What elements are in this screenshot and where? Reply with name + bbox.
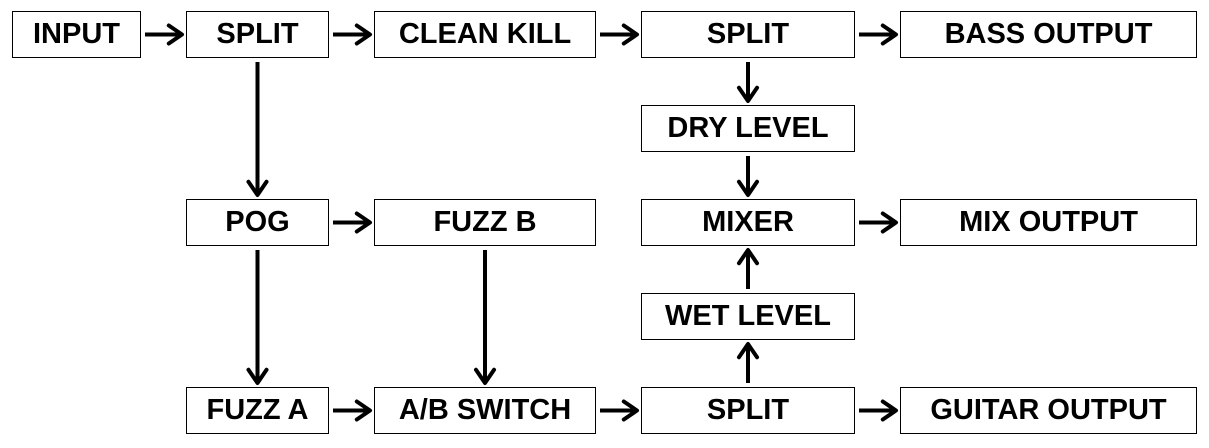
arrow-fuzz-a-to-ab-switch — [333, 399, 372, 422]
arrow-fuzz-b-to-ab-switch-head — [473, 367, 497, 385]
arrow-split-bass-to-bass-output-head — [880, 23, 898, 46]
split-node-bass: SPLIT — [641, 11, 855, 58]
pog-node: POG — [186, 199, 329, 246]
fuzz-a-node: FUZZ A — [186, 387, 329, 434]
mixer-node: MIXER — [641, 199, 855, 246]
arrow-split-bass-to-dry-level — [736, 62, 760, 103]
arrow-split-guitar-to-wet-level — [736, 342, 760, 383]
arrow-split-bass-to-bass-output — [859, 23, 898, 46]
arrow-pog-to-fuzz-b-head — [354, 211, 372, 234]
mix-output-node: MIX OUTPUT — [900, 199, 1197, 246]
arrow-input-to-split-top-head — [166, 23, 184, 46]
arrow-clean-kill-to-split-bass — [600, 23, 639, 46]
arrow-ab-switch-to-split-guitar-head — [621, 399, 639, 422]
arrow-fuzz-a-to-ab-switch-head — [354, 399, 372, 422]
arrow-split-bass-to-dry-level-head — [736, 85, 760, 103]
guitar-output-node: GUITAR OUTPUT — [900, 387, 1197, 434]
arrow-clean-kill-to-split-bass-head — [621, 23, 639, 46]
clean-kill-node: CLEAN KILL — [374, 11, 596, 58]
split-node-top: SPLIT — [186, 11, 329, 58]
ab-switch-node: A/B SWITCH — [374, 387, 596, 434]
arrow-split-top-to-pog-head — [246, 179, 269, 197]
arrow-mixer-to-mix-output — [859, 211, 898, 234]
arrow-split-guitar-to-wet-level-head — [736, 342, 760, 360]
arrow-wet-level-to-mixer — [736, 248, 760, 289]
bass-output-node: BASS OUTPUT — [900, 11, 1197, 58]
arrow-ab-switch-to-split-guitar — [600, 399, 639, 422]
arrow-pog-to-fuzz-b — [333, 211, 372, 234]
wet-level-node: WET LEVEL — [641, 293, 855, 340]
arrow-split-top-to-pog — [246, 62, 269, 197]
fuzz-b-node: FUZZ B — [374, 199, 596, 246]
arrow-dry-level-to-mixer — [736, 156, 760, 197]
arrow-split-guitar-to-guitar-output-head — [880, 399, 898, 422]
dry-level-node: DRY LEVEL — [641, 105, 855, 152]
arrow-mixer-to-mix-output-head — [880, 211, 898, 234]
arrow-input-to-split-top — [145, 23, 184, 46]
arrow-pog-to-fuzz-a-head — [246, 367, 269, 385]
arrow-split-guitar-to-guitar-output — [859, 399, 898, 422]
arrow-fuzz-b-to-ab-switch — [473, 250, 497, 385]
arrow-wet-level-to-mixer-head — [736, 248, 760, 266]
split-node-guitar: SPLIT — [641, 387, 855, 434]
arrow-split-top-to-clean-kill-head — [354, 23, 372, 46]
input-node: INPUT — [12, 11, 141, 58]
arrow-pog-to-fuzz-a — [246, 250, 269, 385]
arrow-dry-level-to-mixer-head — [736, 179, 760, 197]
arrow-split-top-to-clean-kill — [333, 23, 372, 46]
